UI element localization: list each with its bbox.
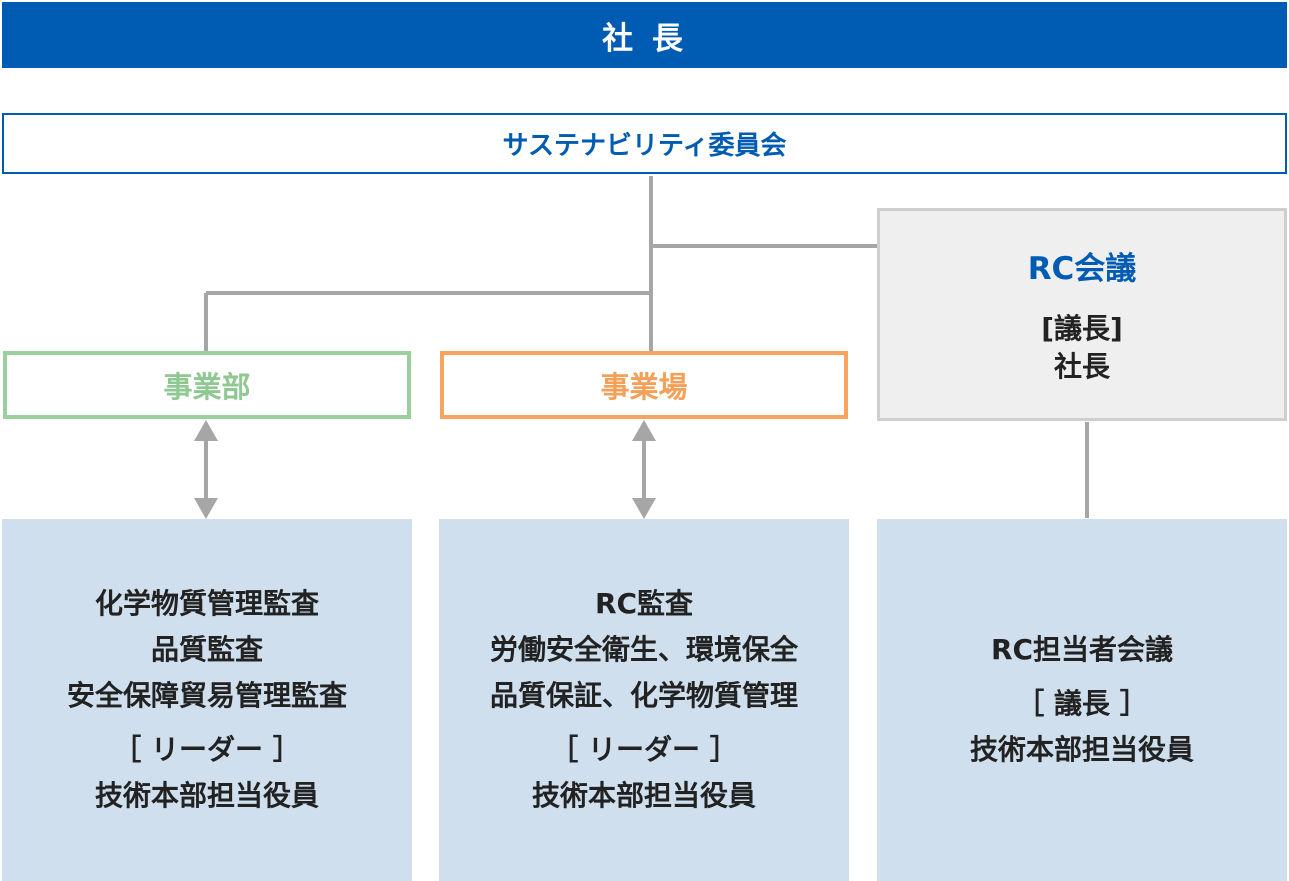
- rc-staff-chair-label: ［ 議長 ］: [1016, 687, 1148, 720]
- president-box: 社 長: [2, 2, 1287, 68]
- division-leader-label: ［ リーダー ］: [113, 733, 301, 766]
- site-leader-label: ［ リーダー ］: [550, 733, 738, 766]
- sustainability-committee-box: サステナビリティ委員会: [2, 113, 1287, 174]
- site-arrow-up-head: [632, 420, 656, 441]
- business-division-box: 事業部: [3, 351, 411, 419]
- division-audit-box: 化学物質管理監査 品質監査 安全保障貿易管理監査 ［ リーダー ］ 技術本部担当…: [2, 519, 412, 881]
- committee-label: サステナビリティ委員会: [502, 131, 787, 161]
- rc-staff-meeting-box: RC担当者会議 ［ 議長 ］ 技術本部担当役員: [877, 519, 1287, 881]
- site-leader: 技術本部担当役員: [531, 779, 756, 812]
- rc-meeting-box: RC会議 [議長] 社長: [877, 208, 1287, 421]
- division-audit-line: 安全保障貿易管理監査: [66, 679, 347, 712]
- division-arrow-down-head: [194, 498, 218, 519]
- division-leader: 技術本部担当役員: [94, 779, 319, 812]
- rc-meeting-chair: 社長: [1053, 350, 1110, 383]
- business-site-label: 事業場: [600, 370, 688, 404]
- rc-staff-meeting-title: RC担当者会議: [990, 633, 1174, 666]
- division-audit-line: 品質監査: [150, 633, 263, 666]
- site-audit-line: 品質保証、化学物質管理: [489, 679, 798, 712]
- rc-meeting-title: RC会議: [1027, 251, 1137, 287]
- business-site-box: 事業場: [440, 351, 848, 419]
- business-division-label: 事業部: [163, 370, 251, 404]
- division-audit-line: 化学物質管理監査: [94, 587, 319, 620]
- rc-meeting-chair-label: [議長]: [1041, 312, 1123, 345]
- site-audit-line: 労働安全衛生、環境保全: [489, 633, 798, 666]
- site-arrow-down-head: [632, 498, 656, 519]
- site-audit-line: RC監査: [594, 587, 694, 620]
- division-arrow-up-head: [194, 420, 218, 441]
- rc-staff-chair: 技術本部担当役員: [969, 733, 1194, 766]
- president-label: 社 長: [602, 20, 687, 57]
- site-audit-box: RC監査 労働安全衛生、環境保全 品質保証、化学物質管理 ［ リーダー ］ 技術…: [439, 519, 849, 881]
